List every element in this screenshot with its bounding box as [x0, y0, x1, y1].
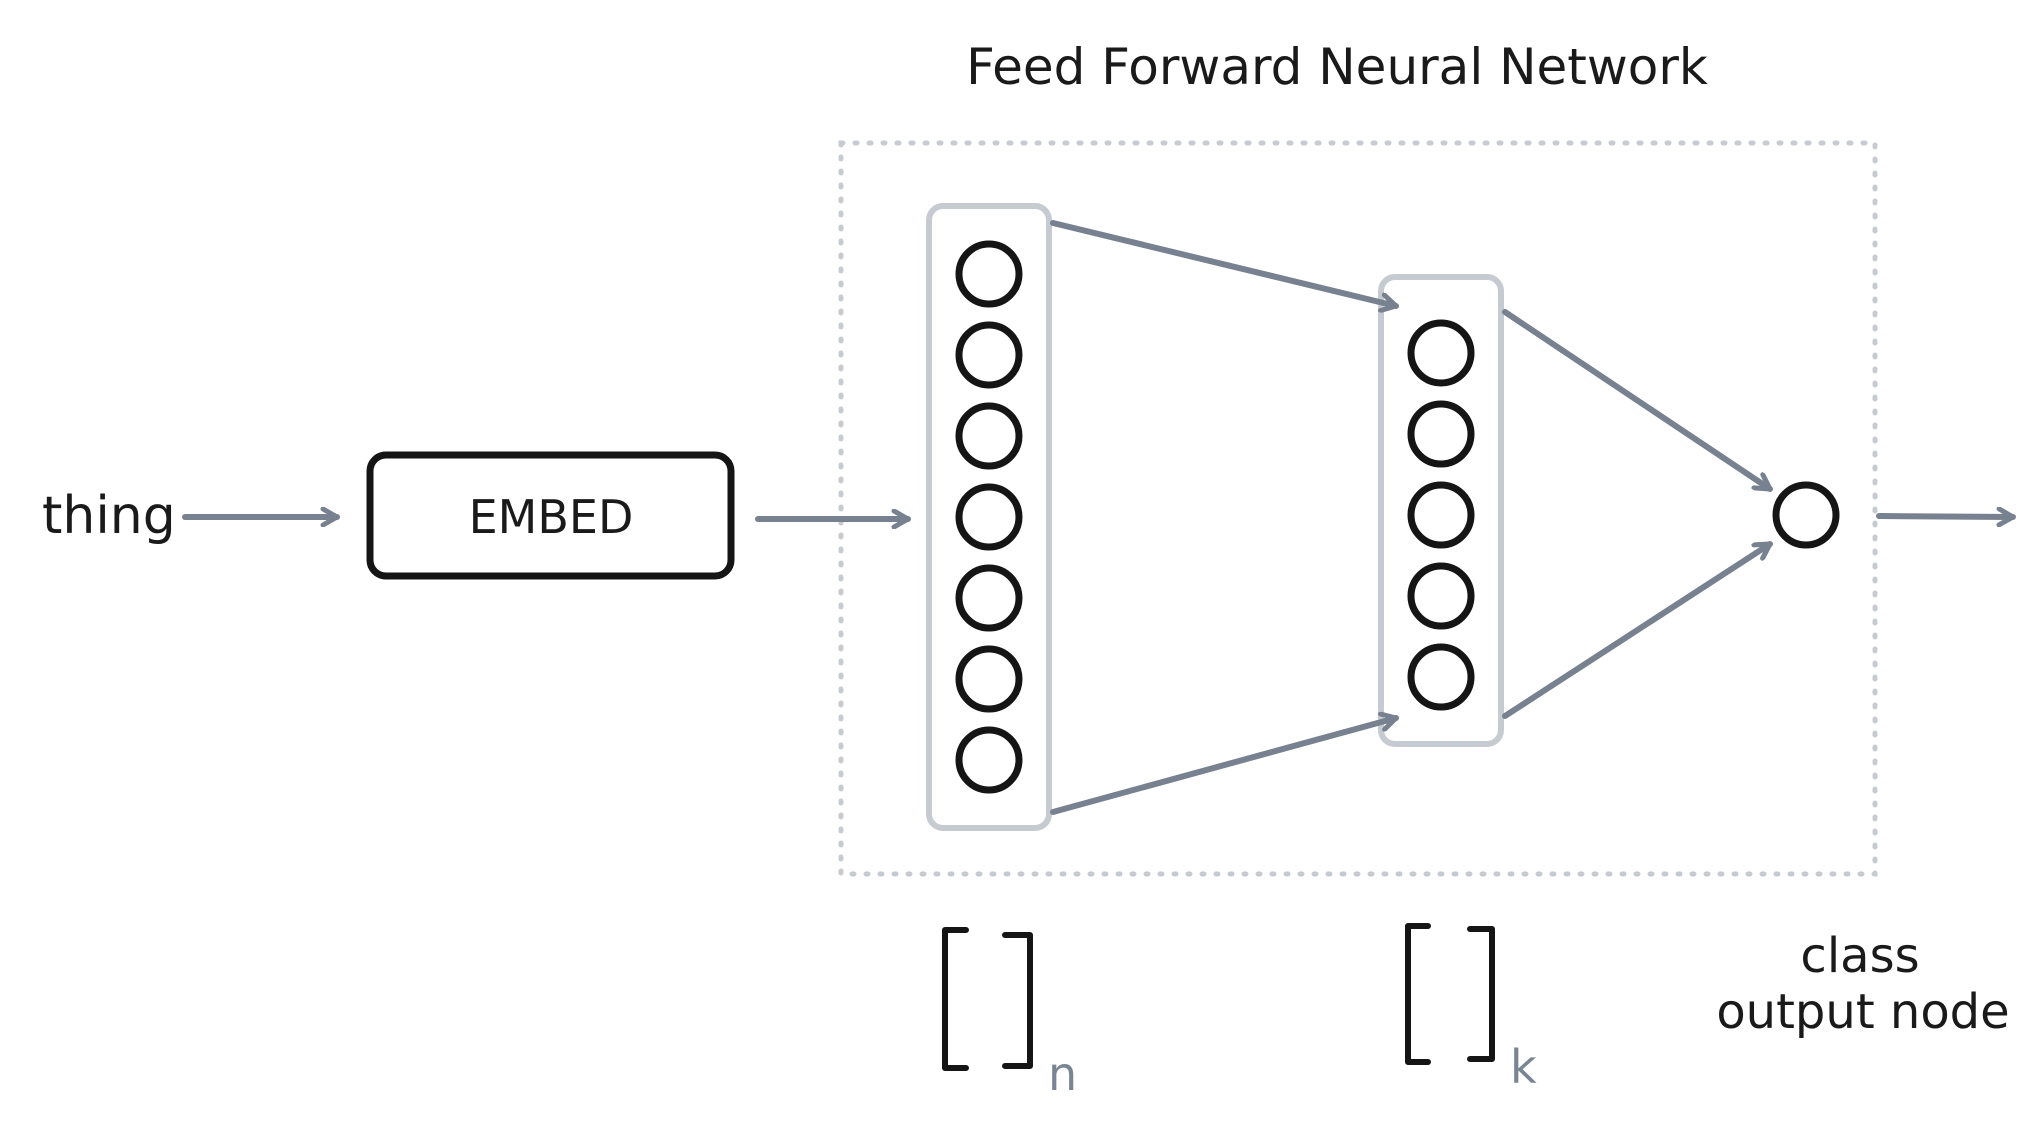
- arrow-layer2-to-output-bottom: [1502, 541, 1773, 719]
- arrow-layer2-to-output-top: [1502, 309, 1773, 492]
- input-label: thing: [42, 486, 176, 546]
- layer1-node: [955, 726, 1023, 794]
- layer1-node: [955, 321, 1023, 389]
- layer2-node: [1407, 643, 1475, 711]
- diagram-title: Feed Forward Neural Network: [966, 38, 1708, 96]
- layer2-node: [1407, 562, 1475, 630]
- hidden-layer-1: [926, 203, 1052, 831]
- output-node: [1772, 481, 1840, 549]
- layer1-node: [955, 645, 1023, 713]
- layer2-node: [1407, 481, 1475, 549]
- layer2-node: [1407, 319, 1475, 387]
- layer1-node: [955, 402, 1023, 470]
- output-label-line2: output node: [1716, 984, 2009, 1040]
- network-boundary: [838, 140, 1878, 877]
- layer1-dimension-bracket: n: [942, 927, 1077, 1101]
- embed-box: [366, 451, 735, 580]
- layer2-dimension-bracket: k: [1405, 923, 1537, 1094]
- arrow-layer1-to-layer2-top: [1050, 220, 1399, 306]
- layer1-subscript: n: [1048, 1047, 1077, 1101]
- layer1-node: [955, 564, 1023, 632]
- layer1-node: [955, 483, 1023, 551]
- arrow-layer1-to-layer2-bottom: [1050, 718, 1399, 815]
- embed-label: EMBED: [469, 490, 634, 544]
- output-label-line1: class: [1800, 928, 1919, 984]
- hidden-layer-2: [1378, 274, 1504, 747]
- layer1-node: [955, 240, 1023, 308]
- layer2-subscript: k: [1510, 1040, 1537, 1094]
- arrow-output: [1876, 516, 2016, 517]
- layer2-node: [1407, 400, 1475, 468]
